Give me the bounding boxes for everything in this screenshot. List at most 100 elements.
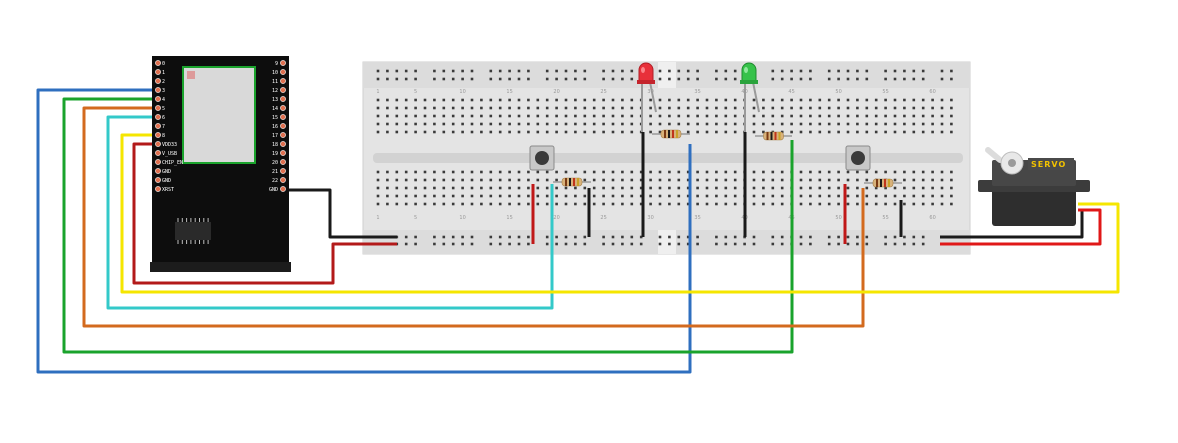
module-pin	[155, 132, 161, 138]
module-pin-label: VDD33	[162, 142, 177, 148]
module-pin	[280, 78, 286, 84]
wire-cyan	[106, 115, 554, 310]
module-pin	[155, 186, 161, 192]
module-pin	[155, 150, 161, 156]
column-number: 15	[506, 89, 512, 95]
module-pin-label: GND	[162, 169, 171, 175]
servo-label: SERVO	[1031, 160, 1066, 169]
module-pin	[155, 114, 161, 120]
column-number: 10	[459, 89, 465, 95]
module-pin-label: 14	[272, 106, 278, 112]
wire-servo-red	[940, 208, 1102, 246]
module-pin	[155, 105, 161, 111]
module-pin-label: 17	[272, 133, 278, 139]
column-number: 20	[553, 215, 559, 221]
module-pin	[155, 60, 161, 66]
module-pin	[280, 114, 286, 120]
module-pin	[155, 177, 161, 183]
column-number: 1	[376, 215, 379, 221]
column-number: 55	[882, 215, 888, 221]
module-shield	[182, 66, 256, 164]
wire-green	[62, 97, 794, 354]
module-pin	[280, 168, 286, 174]
module-pin-label: CHIP_EN	[162, 160, 183, 166]
module-pin-label: 11	[272, 79, 278, 85]
module-pin-label: V_USB	[162, 151, 177, 157]
wire-red-vdd	[132, 142, 397, 285]
column-number: 5	[414, 215, 417, 221]
module-pin	[155, 87, 161, 93]
module-pin	[280, 105, 286, 111]
resistor-led-red	[652, 129, 690, 139]
column-number: 25	[600, 89, 606, 95]
module-pin-label: 15	[272, 115, 278, 121]
column-number: 10	[459, 215, 465, 221]
servo-horn	[985, 147, 1024, 175]
module-pin	[155, 159, 161, 165]
module-pin	[155, 69, 161, 75]
module-pin	[155, 141, 161, 147]
led-green	[740, 62, 760, 132]
push-button-1	[529, 145, 555, 171]
wire-servo-black	[940, 210, 1084, 239]
column-number: 45	[788, 89, 794, 95]
wire-orange	[82, 106, 865, 328]
column-number: 5	[414, 89, 417, 95]
module-pin-label: GND	[162, 178, 171, 184]
breadboard: 1155101015152020252530303535404045455050…	[362, 61, 971, 255]
column-number: 30	[647, 215, 653, 221]
module-pin-label: 20	[272, 160, 278, 166]
module-pin-label: 4	[162, 97, 165, 103]
column-number: 60	[929, 89, 935, 95]
module-pin-label: 1	[162, 70, 165, 76]
column-number: 30	[647, 89, 653, 95]
module-pin	[155, 96, 161, 102]
column-number: 25	[600, 215, 606, 221]
module-chip	[175, 218, 211, 244]
servo-motor: SERVO	[978, 147, 1090, 226]
module-pin-label: GND	[269, 187, 278, 193]
module-pin-label: XRST	[162, 187, 174, 193]
module-pin-label: 9	[275, 61, 278, 67]
column-number: 55	[882, 89, 888, 95]
module-pin-label: 19	[272, 151, 278, 157]
module-pin-label: 22	[272, 178, 278, 184]
module-pin	[280, 132, 286, 138]
module-pin-label: 0	[162, 61, 165, 67]
module-pin	[280, 87, 286, 93]
column-number: 1	[376, 89, 379, 95]
column-number: 50	[835, 89, 841, 95]
module-pin-label: 8	[162, 133, 165, 139]
module-pin-label: 7	[162, 124, 165, 130]
resistor-button-1	[553, 177, 591, 187]
module-pin	[280, 123, 286, 129]
breadboard-center-channel	[373, 153, 963, 163]
module-pin	[280, 150, 286, 156]
wires	[36, 88, 1120, 374]
module-pin-label: 12	[272, 88, 278, 94]
column-number: 20	[553, 89, 559, 95]
module-pin	[280, 177, 286, 183]
module-pin	[280, 159, 286, 165]
module-pin-label: 18	[272, 142, 278, 148]
module-pin-label: 3	[162, 88, 165, 94]
module-pin-label: 5	[162, 106, 165, 112]
module-pin	[280, 60, 286, 66]
module-pin	[155, 78, 161, 84]
push-button-2	[845, 145, 871, 171]
module-pin	[280, 141, 286, 147]
resistor-button-2	[864, 178, 902, 188]
module-pin-label: 16	[272, 124, 278, 130]
column-number: 35	[694, 89, 700, 95]
module-pin-label: 13	[272, 97, 278, 103]
resistor-led-green	[755, 131, 792, 141]
module-pin	[155, 123, 161, 129]
led-red	[637, 62, 657, 132]
wire-black-gnd	[284, 188, 397, 239]
module-pin	[280, 96, 286, 102]
module-pin	[280, 69, 286, 75]
